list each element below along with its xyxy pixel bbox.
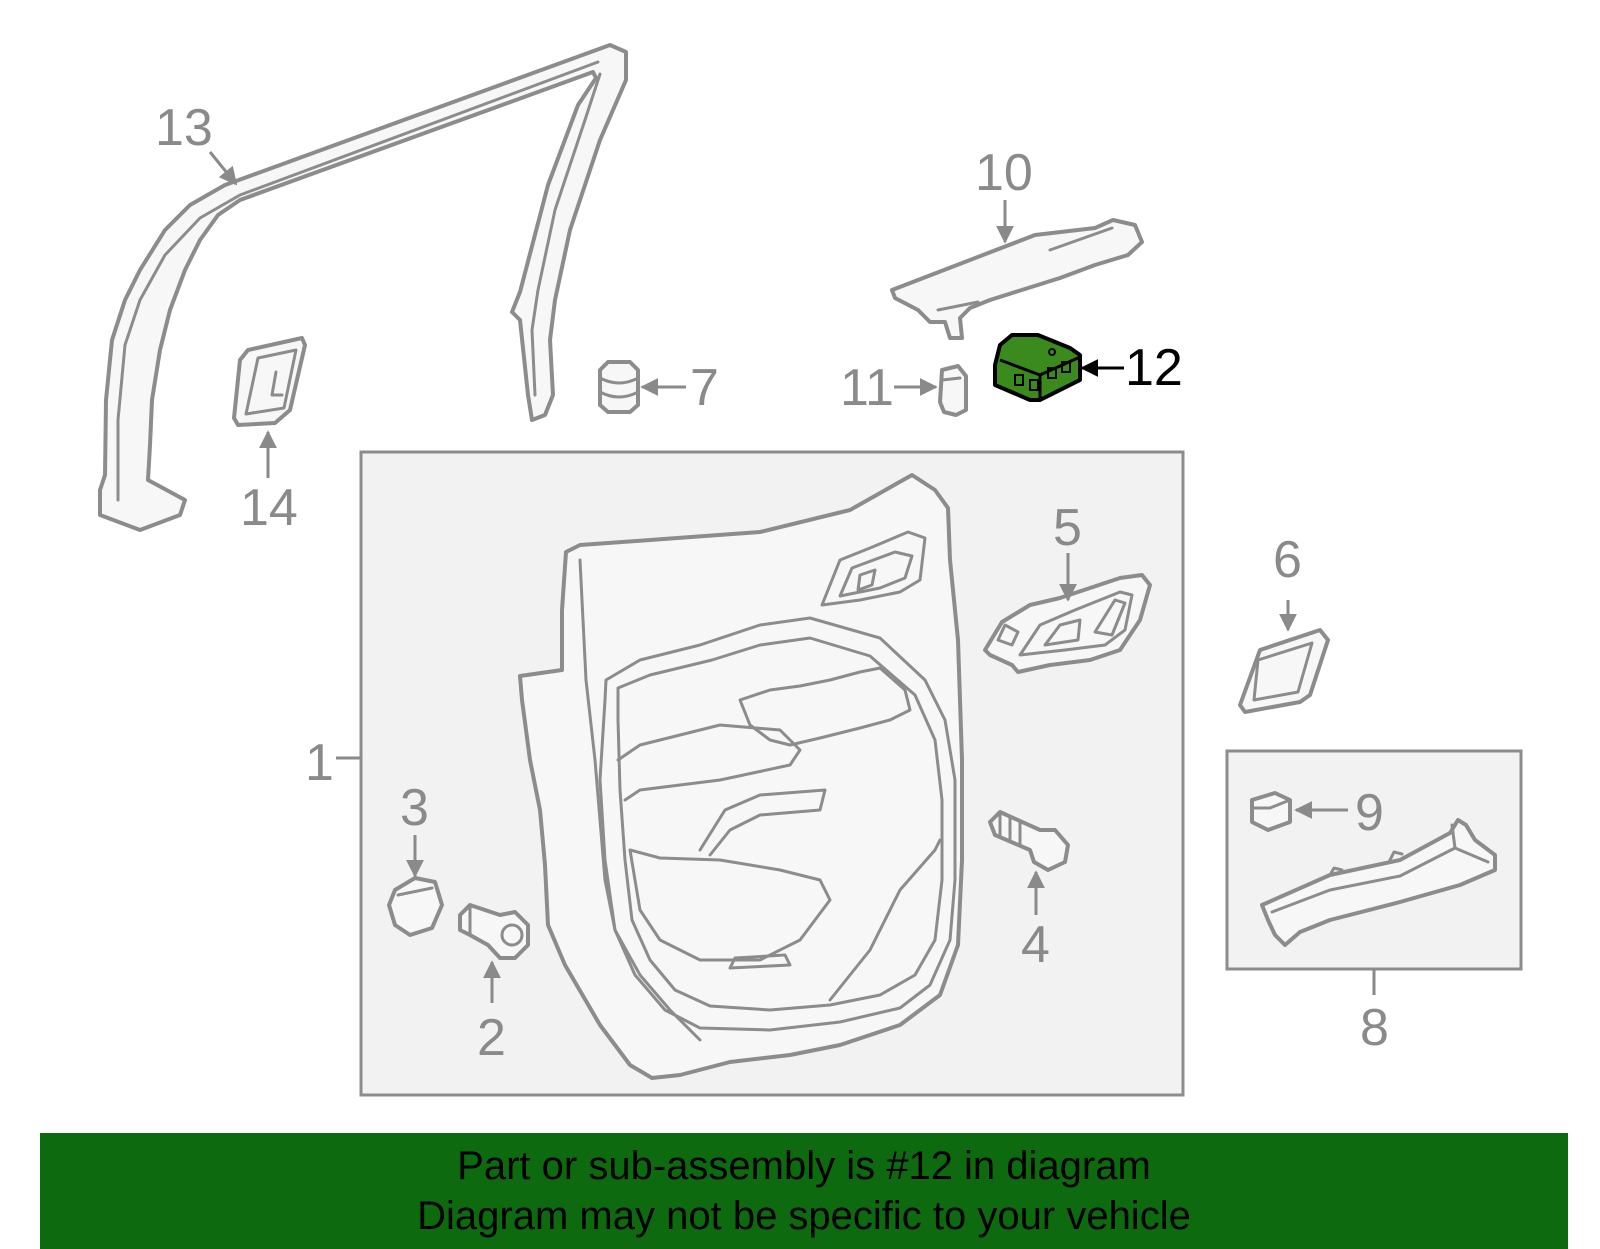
part-11-plug[interactable] xyxy=(938,364,968,417)
callout-11: 11 xyxy=(840,359,894,417)
callout-13: 13 xyxy=(155,99,213,157)
callout-6: 6 xyxy=(1273,531,1302,589)
part-8-pull-handle[interactable] xyxy=(1260,818,1497,947)
callout-10: 10 xyxy=(975,144,1033,202)
part-7-grommet[interactable] xyxy=(598,360,640,414)
callout-1: 1 xyxy=(305,734,334,792)
callout-4: 4 xyxy=(1021,916,1050,974)
part-6-bezel[interactable] xyxy=(1238,628,1330,714)
part-10-trim-panel[interactable] xyxy=(890,218,1144,340)
leader-13 xyxy=(208,151,238,186)
callout-2: 2 xyxy=(477,1009,506,1067)
callout-7: 7 xyxy=(690,359,719,417)
callout-3: 3 xyxy=(400,779,429,837)
callout-5: 5 xyxy=(1053,499,1082,557)
info-banner: Part or sub-assembly is #12 in diagram D… xyxy=(40,1133,1568,1249)
part-2-push-pin[interactable] xyxy=(458,903,530,960)
part-13-window-frame[interactable] xyxy=(98,43,628,532)
parts-diagram: 13 14 7 10 11 12 1 5 6 3 2 4 9 8 xyxy=(98,43,1523,1097)
callout-8: 8 xyxy=(1360,999,1389,1057)
part-1-door-trim-panel[interactable] xyxy=(518,473,964,1080)
part-3-nut[interactable] xyxy=(387,876,444,937)
part-5-inner-handle[interactable] xyxy=(983,573,1152,674)
callout-14: 14 xyxy=(240,479,298,537)
callout-9: 9 xyxy=(1355,784,1384,842)
banner-line-2: Diagram may not be specific to your vehi… xyxy=(417,1194,1191,1238)
leader-lines xyxy=(208,151,1376,1003)
part-9-cap[interactable] xyxy=(1250,791,1292,832)
part-4-bolt[interactable] xyxy=(988,810,1070,872)
part-1-door-handle-bezel xyxy=(820,530,927,607)
callout-12: 12 xyxy=(1125,339,1183,397)
banner-line-1: Part or sub-assembly is #12 in diagram xyxy=(457,1144,1151,1188)
part-12-switch[interactable] xyxy=(993,333,1082,402)
part-14-clip[interactable] xyxy=(232,336,307,427)
